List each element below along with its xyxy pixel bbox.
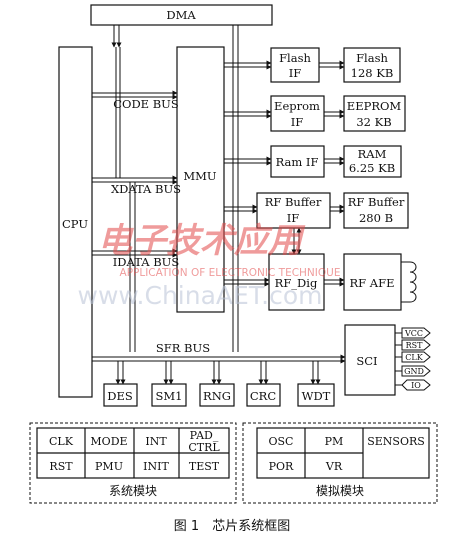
watermark-logo-text: 电子技术应用 <box>98 221 306 261</box>
analog-module-outer <box>242 422 438 504</box>
ana-por: POR <box>269 460 294 473</box>
ana-sensors: SENSORS <box>367 435 425 448</box>
sys-init: INIT <box>143 460 169 473</box>
figure-caption: 图 1 芯片系统框图 <box>174 519 290 534</box>
eeprom-if-label-1: Eeprom <box>274 99 320 113</box>
sys-pmu: PMU <box>95 460 123 473</box>
ram-mem-label-2: 6.25 KB <box>349 161 395 175</box>
analog-module-title: 模拟模块 <box>316 484 364 498</box>
sys-pad: PAD_ <box>190 429 219 442</box>
idata-bus-label: IDATA BUS <box>113 255 180 269</box>
watermark: 电子技术应用 APPLICATION OF ELECTRONIC TECHNIQ… <box>78 221 341 310</box>
sys-int: INT <box>145 435 167 448</box>
rf-buffer-if-label-1: RF Buffer <box>265 195 322 209</box>
rf-buffer-mem-label-2: 280 B <box>359 211 393 225</box>
rf-afe-label: RF AFE <box>350 276 395 290</box>
watermark-site: www.ChinaAET.com <box>78 281 323 310</box>
sys-mode: MODE <box>90 435 127 448</box>
pin-vcc-shape <box>401 327 431 339</box>
sci-label: SCI <box>356 354 377 368</box>
wdt-label: WDT <box>302 389 331 403</box>
eeprom-if-label-2: IF <box>291 115 304 129</box>
flash-if-label-2: IF <box>289 66 302 80</box>
eeprom-mem-label-2: 32 KB <box>356 115 391 129</box>
mmu-label: MMU <box>183 169 217 183</box>
pin-vcc-label: VCC <box>404 329 423 338</box>
rf-buffer-if-label-2: IF <box>287 211 300 225</box>
rf-dig-label: RF_Dig <box>275 276 318 290</box>
flash-mem-label-1: Flash <box>356 51 388 65</box>
eeprom-mem-label-1: EEPROM <box>347 99 402 113</box>
flash-mem-label-2: 128 KB <box>351 66 394 80</box>
crc-label: CRC <box>250 389 276 403</box>
sys-rst: RST <box>49 460 73 473</box>
ana-osc: OSC <box>269 435 294 448</box>
ana-vr: VR <box>325 460 343 473</box>
sm1-label: SM1 <box>156 389 183 403</box>
pin-gnd-shape <box>401 365 431 377</box>
system-module-outer <box>29 422 237 504</box>
ana-pm: PM <box>325 435 344 448</box>
des-label: DES <box>107 389 133 403</box>
antenna-coil <box>401 261 417 303</box>
system-module-title: 系统模块 <box>109 484 157 498</box>
sys-test: TEST <box>189 460 220 473</box>
sys-ctrl: CTRL <box>188 441 220 454</box>
xdata-bus-label: XDATA BUS <box>111 182 181 196</box>
pin-rst-label: RST <box>406 341 424 350</box>
pin-rst-shape <box>401 339 431 351</box>
cpu-label: CPU <box>62 217 88 231</box>
watermark-tagline: APPLICATION OF ELECTRONIC TECHNIQUE <box>120 267 341 279</box>
rf-buffer-mem-label-1: RF Buffer <box>348 195 405 209</box>
rng-label: RNG <box>203 389 231 403</box>
cpu-block <box>58 46 93 398</box>
dma-block <box>90 4 273 26</box>
flash-if-label-1: Flash <box>279 51 311 65</box>
sfr-bus-label: SFR BUS <box>156 341 210 355</box>
pin-clk-label: CLK <box>405 353 423 362</box>
dma-label: DMA <box>166 8 196 22</box>
pin-gnd-label: GND <box>404 367 424 376</box>
pin-clk-shape <box>401 351 431 363</box>
ram-if-label: Ram IF <box>276 155 319 169</box>
pin-io-shape <box>401 379 431 391</box>
sys-clk: CLK <box>49 435 74 448</box>
code-bus-label: CODE BUS <box>113 97 179 111</box>
pin-io-label: IO <box>411 381 421 390</box>
ram-mem-label-1: RAM <box>358 147 387 161</box>
